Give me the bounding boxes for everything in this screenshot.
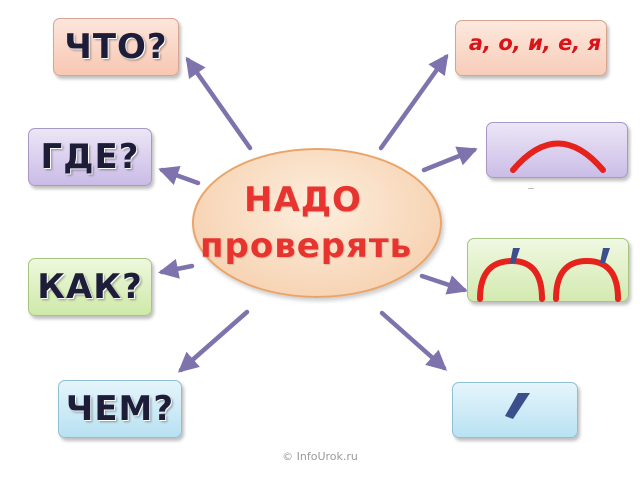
answer-box-stress	[452, 382, 578, 438]
center-title-line2: проверять	[200, 226, 413, 266]
arrow-to-chem	[177, 309, 250, 373]
answer-box-root	[486, 122, 628, 178]
stressed-syllables-icon	[477, 248, 621, 302]
question-box-kak: КАК?	[28, 258, 152, 316]
arrow-to-kak	[158, 258, 195, 279]
question-box-chem: ЧЕМ?	[58, 380, 182, 438]
divider-mark	[528, 188, 534, 189]
question-chem-label: ЧЕМ?	[65, 389, 175, 429]
question-box-gde: ГДЕ?	[28, 128, 152, 186]
arrow-to-syllables	[419, 273, 468, 295]
answer-box-syllables	[467, 238, 629, 302]
answer-box-vowels: а, о, и, е, я	[455, 20, 607, 76]
arrow-to-vowels	[378, 53, 449, 151]
question-kak-label: КАК?	[37, 267, 143, 307]
center-oval	[192, 148, 442, 298]
root-arc-icon	[510, 140, 606, 173]
arrow-to-root	[421, 146, 478, 173]
arrow-to-gde	[158, 165, 201, 186]
question-chto-label: ЧТО?	[64, 27, 168, 67]
center-title-line1: НАДО	[244, 180, 362, 220]
arrow-to-chto	[185, 56, 253, 151]
question-box-chto: ЧТО?	[53, 18, 179, 76]
watermark-text: © InfoUrok.ru	[282, 450, 358, 463]
question-gde-label: ГДЕ?	[40, 137, 140, 177]
arrow-to-stress	[379, 310, 448, 371]
stress-mark-icon	[505, 393, 530, 419]
vowels-label: а, о, и, е, я	[468, 31, 602, 55]
